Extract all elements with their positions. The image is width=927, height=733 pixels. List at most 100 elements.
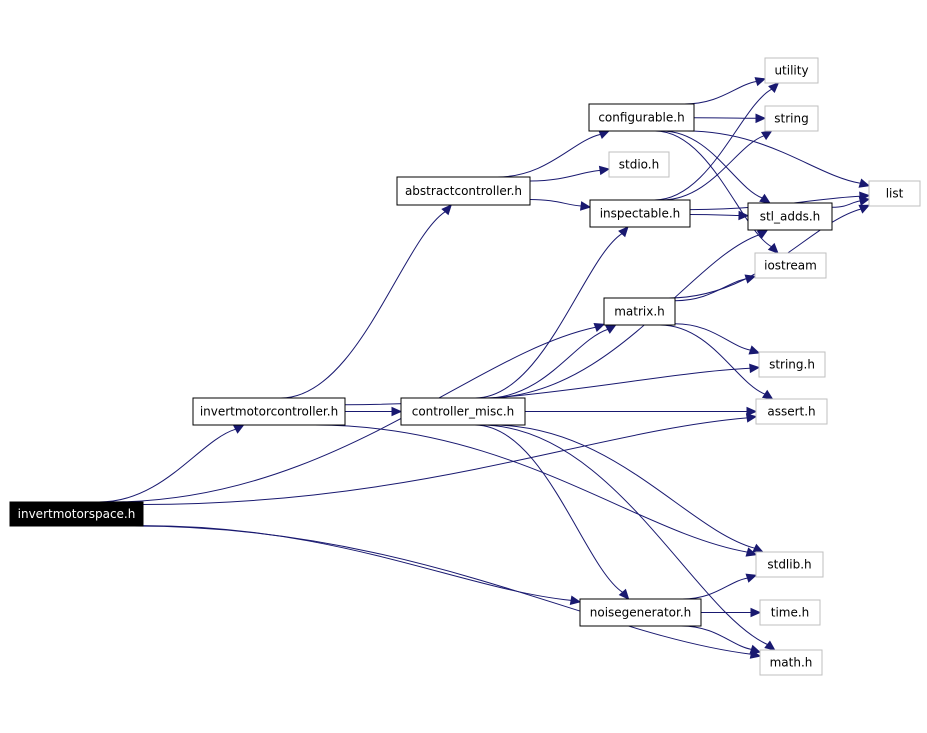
edge-abstractcontroller-to-configurable — [497, 133, 601, 178]
arrowhead-noisegenerator-to-stdlib — [745, 573, 758, 583]
node-label-math: math.h — [770, 656, 813, 670]
edge-controller_misc-to-matrix — [486, 328, 608, 399]
node-configurable[interactable]: configurable.h — [588, 103, 695, 132]
node-label-noisegenerator: noisegenerator.h — [590, 606, 692, 620]
edge-noisegenerator-to-math — [681, 625, 752, 650]
edge-inspectable-to-utility — [654, 88, 772, 201]
edge-configurable-to-string — [693, 117, 757, 119]
edge-inspectable-to-string — [661, 135, 765, 201]
arrowhead-invertmotorspace-to-invertmotorcontroller — [232, 424, 245, 434]
node-box-string — [764, 105, 819, 132]
edge-configurable-to-utility — [684, 81, 757, 105]
arrowhead-inspectable-to-stl_adds — [738, 210, 750, 221]
node-box-stdio — [608, 151, 670, 178]
node-label-utility: utility — [774, 64, 808, 78]
edge-invertmotorspace-to-math — [134, 525, 752, 655]
arrowhead-controller_misc-to-matrix — [605, 324, 617, 334]
arrowhead-matrix-to-string_h — [748, 345, 761, 355]
node-label-time: time.h — [771, 606, 810, 620]
arrowhead-controller_misc-to-math — [764, 640, 776, 651]
edge-controller_misc-to-stdlib — [491, 424, 755, 549]
node-box-utility — [764, 57, 819, 84]
node-label-abstractcontroller: abstractcontroller.h — [405, 184, 522, 198]
node-box-invertmotorspace — [9, 501, 144, 527]
node-box-assert — [755, 398, 828, 425]
arrowhead-inspectable-to-string — [760, 130, 773, 141]
edge-invertmotorspace-to-matrix — [109, 326, 596, 503]
edge-abstractcontroller-to-inspectable — [529, 199, 582, 207]
edge-noisegenerator-to-stdlib — [682, 577, 748, 600]
node-box-list — [868, 180, 921, 207]
edge-invertmotorcontroller-to-stdlib — [314, 424, 748, 553]
arrowhead-controller_misc-to-noisegenerator — [618, 588, 630, 600]
node-label-string_h: string.h — [769, 358, 815, 372]
node-box-noisegenerator — [579, 598, 702, 627]
node-label-stdio: stdio.h — [619, 158, 659, 172]
node-string_h: string.h — [758, 351, 826, 378]
node-label-stdlib: stdlib.h — [767, 558, 811, 572]
edge-invertmotorspace-to-assert — [142, 417, 748, 505]
node-label-stl_adds: stl_adds.h — [760, 210, 821, 224]
arrowhead-invertmotorcontroller-to-controller_misc — [391, 406, 403, 417]
arrowhead-matrix-to-assert — [761, 389, 774, 400]
arrowhead-controller_misc-to-inspectable — [618, 226, 629, 238]
arrowhead-controller_misc-to-stdlib — [752, 543, 764, 553]
node-label-iostream: iostream — [764, 259, 817, 273]
arrowhead-configurable-to-string — [755, 113, 767, 124]
node-time: time.h — [759, 599, 821, 626]
edge-configurable-to-iostream — [655, 130, 772, 248]
arrowhead-invertmotorspace-to-assert — [745, 413, 758, 423]
edge-invertmotorcontroller-to-abstractcontroller — [280, 211, 446, 399]
arrowhead-configurable-to-list — [858, 178, 871, 188]
node-string: string — [764, 105, 819, 132]
node-stl_adds[interactable]: stl_adds.h — [747, 202, 833, 231]
arrowhead-controller_misc-to-assert — [746, 406, 758, 417]
node-math: math.h — [759, 649, 823, 676]
arrowhead-inspectable-to-utility — [768, 82, 780, 94]
node-stdlib: stdlib.h — [755, 551, 824, 578]
node-box-time — [759, 599, 821, 626]
edge-invertmotorspace-to-invertmotorcontroller — [98, 428, 236, 503]
node-box-matrix — [603, 297, 676, 326]
arrowhead-noisegenerator-to-math — [749, 644, 762, 654]
node-noisegenerator[interactable]: noisegenerator.h — [579, 598, 702, 627]
arrowhead-configurable-to-iostream — [767, 242, 779, 254]
node-box-iostream — [754, 252, 827, 279]
node-invertmotorspace[interactable]: invertmotorspace.h — [9, 501, 144, 527]
edge-matrix-to-string_h — [674, 323, 751, 351]
node-invertmotorcontroller[interactable]: invertmotorcontroller.h — [192, 397, 346, 426]
node-inspectable[interactable]: inspectable.h — [589, 199, 691, 228]
node-box-stl_adds — [747, 202, 833, 231]
node-box-string_h — [758, 351, 826, 378]
arrowhead-invertmotorcontroller-to-stdlib — [745, 547, 758, 557]
node-controller_misc[interactable]: controller_misc.h — [400, 397, 526, 426]
node-label-assert: assert.h — [767, 405, 815, 419]
node-label-list: list — [886, 187, 904, 201]
edge-inspectable-to-stl_adds — [689, 214, 740, 216]
node-box-invertmotorcontroller — [192, 397, 346, 426]
arrowhead-controller_misc-to-stl_adds — [756, 229, 769, 239]
edges — [98, 77, 871, 659]
edge-controller_misc-to-noisegenerator — [474, 424, 623, 593]
node-matrix[interactable]: matrix.h — [603, 297, 676, 326]
node-abstractcontroller[interactable]: abstractcontroller.h — [396, 176, 531, 206]
node-label-string: string — [774, 112, 808, 126]
node-box-abstractcontroller — [396, 176, 531, 206]
edge-abstractcontroller-to-stdio — [529, 169, 601, 182]
node-box-configurable — [588, 103, 695, 132]
edge-matrix-to-assert — [659, 324, 766, 395]
arrowhead-configurable-to-stl_adds — [759, 193, 771, 204]
arrowhead-configurable-to-utility — [754, 77, 767, 87]
node-stdio: stdio.h — [608, 151, 670, 178]
node-box-inspectable — [589, 199, 691, 228]
arrowhead-stl_adds-to-list — [858, 196, 871, 206]
edge-invertmotorspace-to-noisegenerator — [142, 525, 572, 601]
arrowhead-abstractcontroller-to-configurable — [598, 130, 610, 140]
edge-stl_adds-to-list — [831, 200, 861, 208]
node-label-invertmotorspace: invertmotorspace.h — [18, 507, 136, 521]
node-box-controller_misc — [400, 397, 526, 426]
node-utility: utility — [764, 57, 819, 84]
edge-configurable-to-list — [686, 130, 861, 184]
arrowhead-invertmotorspace-to-matrix — [593, 323, 606, 332]
arrowhead-abstractcontroller-to-stdio — [598, 165, 611, 176]
